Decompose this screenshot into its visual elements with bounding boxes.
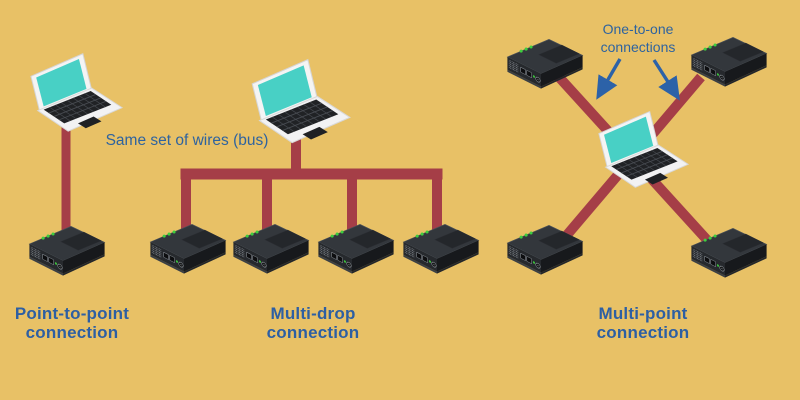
label-point-to-point: Point-to-point connection xyxy=(2,304,142,342)
modem-router-icon xyxy=(689,35,769,89)
laptop-icon xyxy=(595,99,691,195)
bus-note: Same set of wires (bus) xyxy=(105,132,269,149)
modem-router-icon xyxy=(401,222,481,276)
laptop-icon xyxy=(27,41,125,139)
modem-router-icon xyxy=(505,223,585,277)
label-point-to-point-line2: connection xyxy=(25,323,119,342)
modem-router-icon xyxy=(505,37,585,91)
modem-router-icon xyxy=(689,226,769,280)
arrow-left-icon xyxy=(596,58,622,100)
one-to-one-note: One-to-one connections xyxy=(582,21,694,56)
label-point-to-point-line1: Point-to-point xyxy=(14,304,130,323)
label-multi-drop-line1: Multi-drop xyxy=(270,304,356,323)
one-to-one-note-line2: connections xyxy=(600,38,676,55)
label-multi-drop-line2: connection xyxy=(266,323,360,342)
modem-router-icon xyxy=(316,222,396,276)
arrow-right-icon xyxy=(652,59,680,101)
label-multi-drop: Multi-drop connection xyxy=(243,304,383,342)
modem-router-icon xyxy=(148,222,228,276)
label-multi-point: Multi-point connection xyxy=(573,304,713,342)
modem-router-icon xyxy=(231,222,311,276)
one-to-one-note-line1: One-to-one xyxy=(602,21,674,37)
label-multi-point-line2: connection xyxy=(596,323,690,342)
modem-router-icon xyxy=(27,224,107,278)
label-multi-point-line1: Multi-point xyxy=(598,304,688,323)
